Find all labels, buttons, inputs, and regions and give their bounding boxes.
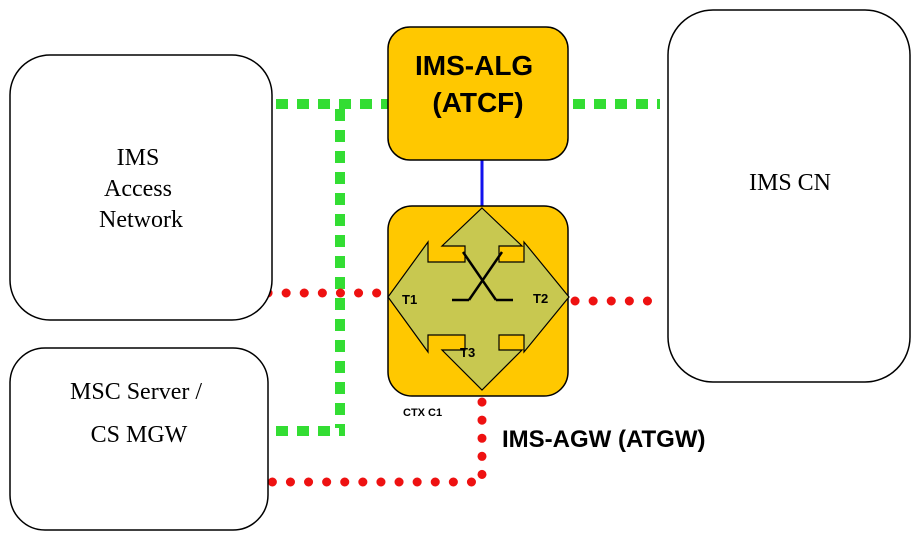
svg-text:IMS-ALG (ATCF): IMS-ALG (ATCF) xyxy=(415,50,541,118)
svg-text:IMS Access Network: IMS Access Network xyxy=(99,145,183,233)
ims-agw-node: T1 T2 T3 xyxy=(387,205,570,397)
signaling-links xyxy=(276,99,660,436)
ims-alg-line-1: IMS-ALG xyxy=(415,50,533,81)
ims-cn-node: IMS CN xyxy=(667,9,911,383)
link-t3-to-msc xyxy=(267,397,487,487)
svg-text:MSC Server / CS MGW: MSC Server / CS MGW xyxy=(70,379,208,448)
ims-access-network-line-2: Access xyxy=(104,176,172,202)
ims-alg-line-2: (ATCF) xyxy=(432,87,523,118)
media-links xyxy=(263,288,657,487)
msc-server-line-1: MSC Server / xyxy=(70,379,202,405)
ims-alg-node: IMS-ALG (ATCF) xyxy=(387,26,569,161)
cross-connect-icon xyxy=(452,251,513,302)
msc-server-line-2: CS MGW xyxy=(91,422,188,448)
msc-server-node: MSC Server / CS MGW xyxy=(9,347,269,531)
ims-access-network-node: IMS Access Network xyxy=(9,54,273,321)
termination-t2-label: T2 xyxy=(533,291,548,306)
ims-access-network-line-3: Network xyxy=(99,207,183,233)
context-label: CTX C1 xyxy=(403,407,442,419)
ims-cn-label: IMS CN xyxy=(749,170,831,196)
termination-t1-label: T1 xyxy=(402,292,417,307)
ims-access-network-line-1: IMS xyxy=(117,145,160,171)
termination-hub-arrow xyxy=(387,207,570,391)
ims-agw-label: IMS-AGW (ATGW) xyxy=(502,426,706,453)
termination-t3-label: T3 xyxy=(460,345,475,360)
